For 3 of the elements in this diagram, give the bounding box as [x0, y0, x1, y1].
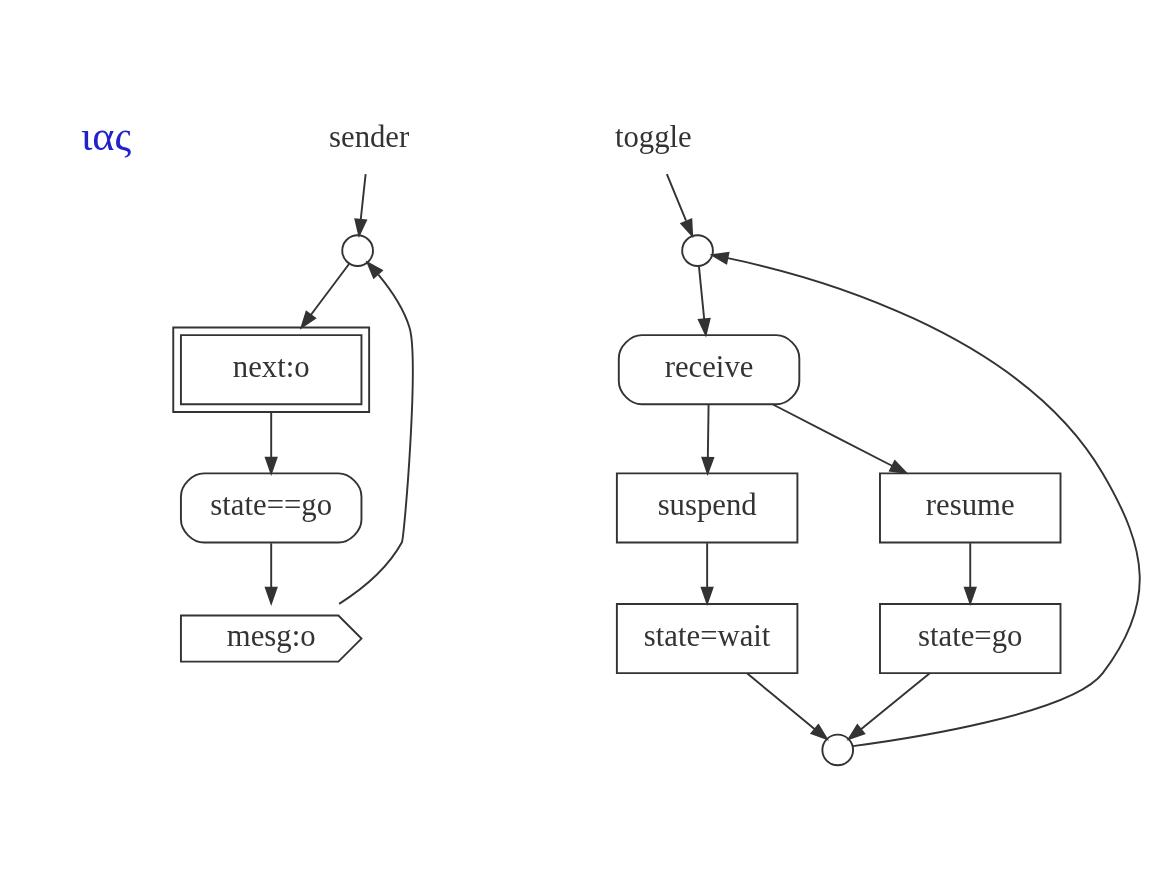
node-text: toggle — [614, 119, 692, 154]
node-text: sender — [329, 119, 410, 154]
label: ιας — [80, 112, 132, 159]
